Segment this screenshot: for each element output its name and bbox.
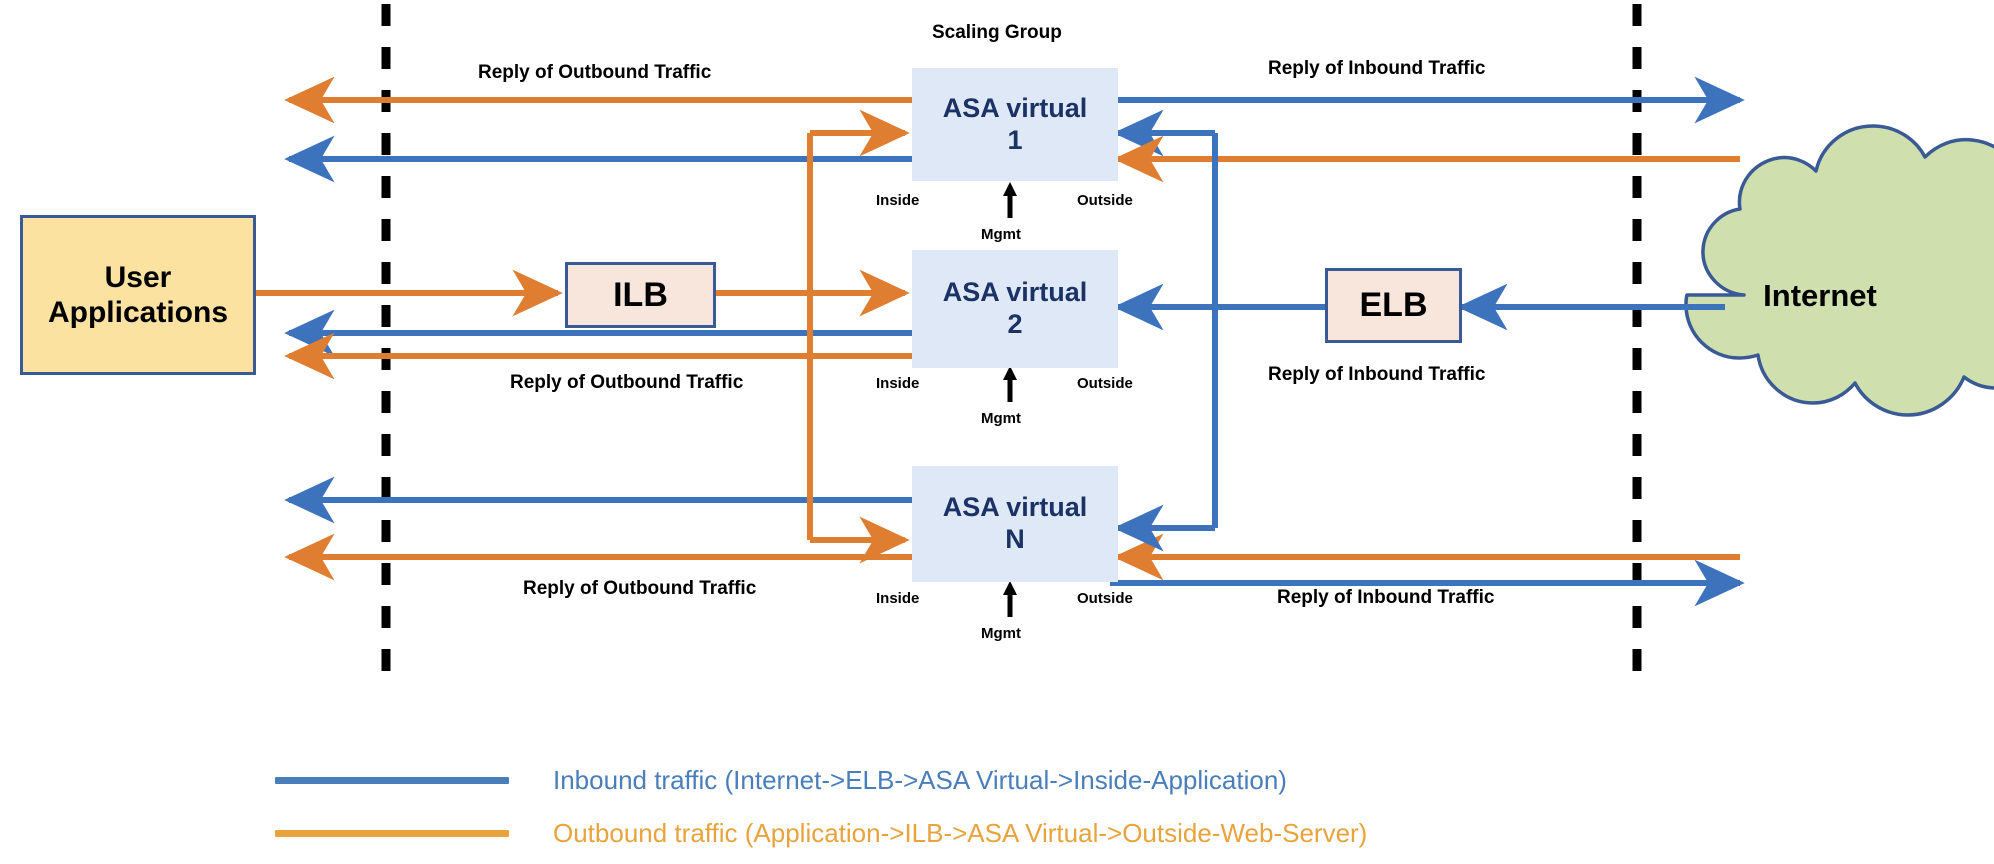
node-elb[interactable]: ELB (1325, 268, 1462, 343)
asa-2-line1: ASA virtual (942, 277, 1088, 308)
asa-2-line2: 2 (1007, 309, 1023, 339)
interface-label-outside: Outside (1077, 590, 1133, 607)
interface-label-mgmt: Mgmt (981, 410, 1021, 427)
legend-item: Outbound traffic (Application->ILB->ASA … (275, 818, 1367, 849)
interface-label-mgmt: Mgmt (981, 625, 1021, 642)
traffic-flow-label: Reply of Outbound Traffic (510, 372, 744, 393)
internet-label: Internet (1670, 278, 1970, 314)
ilb-label: ILB (613, 275, 668, 314)
interface-label-inside: Inside (876, 590, 920, 607)
scaling-group-label-text: Scaling Group (932, 22, 1062, 43)
asa-n-line2: N (1005, 524, 1025, 554)
mgmt-arrow-asaN (1003, 581, 1017, 617)
interface-label-outside: Outside (1077, 192, 1133, 209)
cloud-internet-shape (1684, 124, 1994, 417)
legend-item: Inbound traffic (Internet->ELB->ASA Virt… (275, 765, 1287, 796)
traffic-flow-label: Reply of Inbound Traffic (1268, 58, 1486, 79)
legend-color-swatch (275, 777, 509, 784)
mgmt-arrow-asa2 (1003, 366, 1017, 402)
node-asa-virtual-1[interactable]: ASA virtual 1 (912, 68, 1118, 181)
traffic-flow-label: Reply of Inbound Traffic (1268, 364, 1486, 385)
interface-label-outside: Outside (1077, 375, 1133, 392)
node-ilb[interactable]: ILB (565, 262, 716, 328)
asa-n-line1: ASA virtual (942, 492, 1088, 523)
traffic-flow-label: Reply of Outbound Traffic (523, 578, 757, 599)
asa-1-line2: 1 (1007, 124, 1023, 155)
node-user-applications[interactable]: User Applications (20, 215, 256, 375)
node-asa-virtual-n[interactable]: ASA virtual N (912, 466, 1118, 582)
internet-label-text: Internet (1763, 278, 1877, 313)
interface-label-mgmt: Mgmt (981, 226, 1021, 243)
legend-item-label: Outbound traffic (Application->ILB->ASA … (553, 818, 1368, 848)
scaling-group-label: Scaling Group (932, 22, 1062, 44)
interface-label-inside: Inside (876, 192, 920, 209)
legend-color-swatch (275, 830, 509, 837)
user-applications-line1: User (104, 260, 172, 294)
node-asa-virtual-2[interactable]: ASA virtual 2 (912, 250, 1118, 368)
traffic-flow-label: Reply of Outbound Traffic (478, 62, 712, 83)
elb-label: ELB (1359, 286, 1428, 325)
asa-1-line1: ASA virtual (942, 92, 1088, 123)
interface-label-inside: Inside (876, 375, 920, 392)
legend-item-label: Inbound traffic (Internet->ELB->ASA Virt… (553, 765, 1287, 795)
mgmt-arrow-asa1 (1003, 182, 1017, 218)
user-applications-line2: Applications (47, 296, 228, 329)
traffic-flow-label: Reply of Inbound Traffic (1277, 587, 1495, 608)
